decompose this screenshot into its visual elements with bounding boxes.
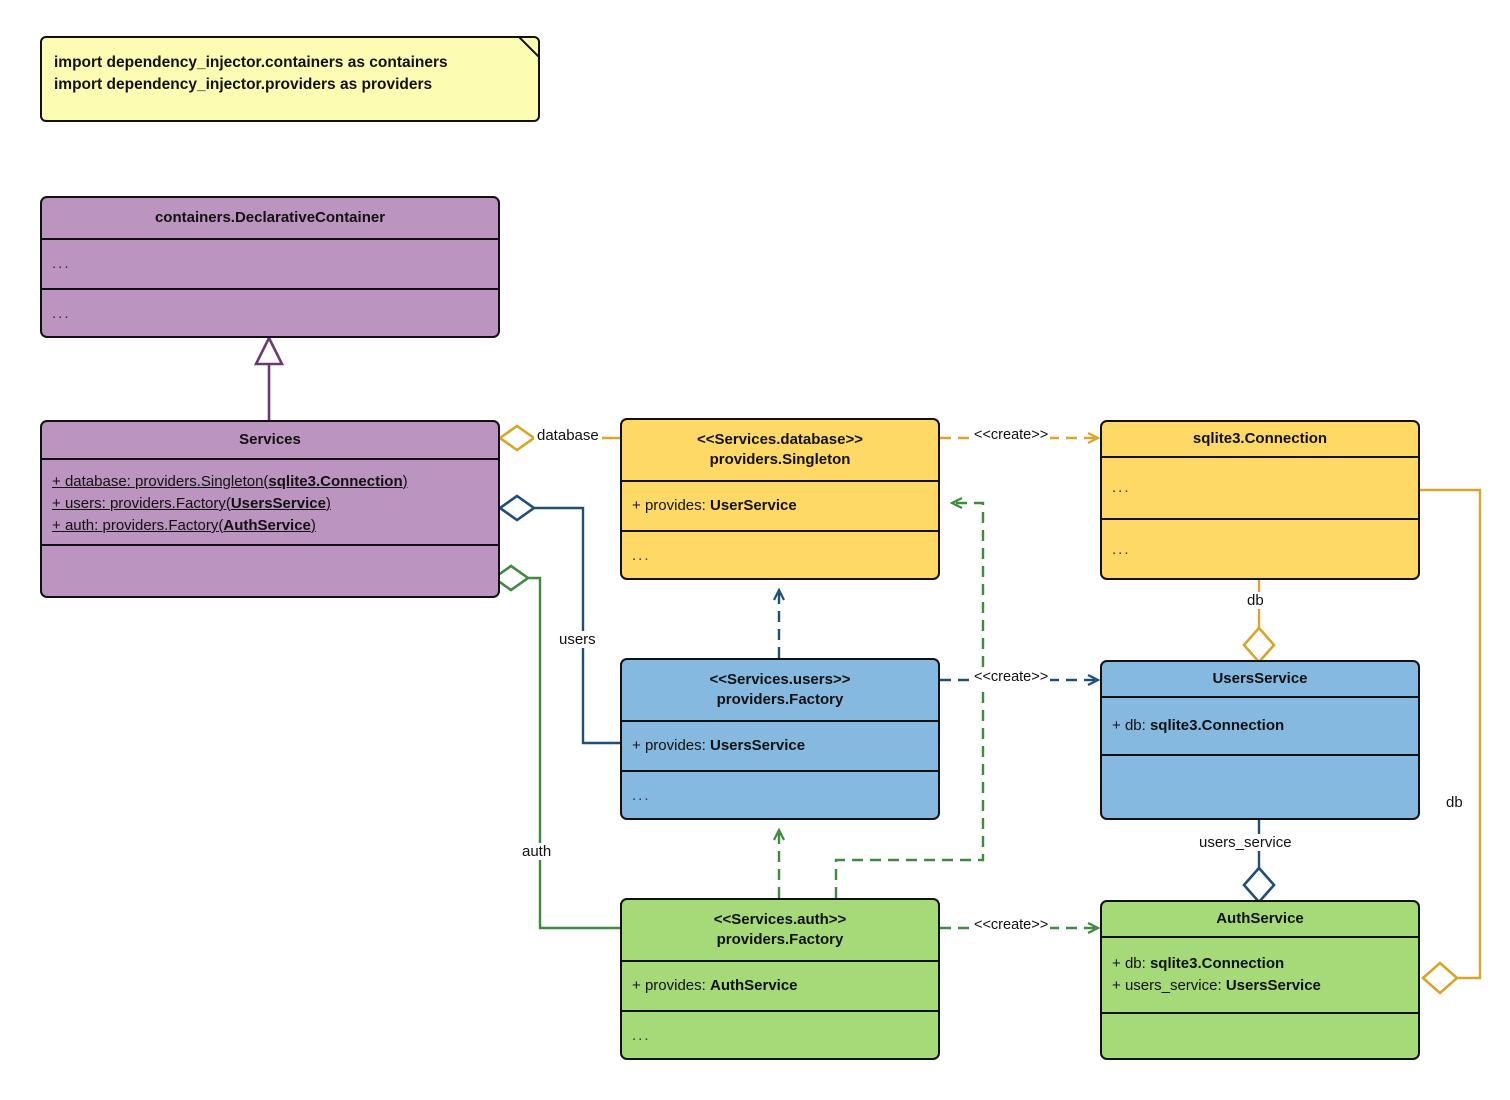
class-methods: ... bbox=[1112, 540, 1131, 558]
edge-label-create-auth: <<create>> bbox=[972, 917, 1051, 933]
import-note: import dependency_injector.containers as… bbox=[40, 36, 540, 122]
class-title: sqlite3.Connection bbox=[1102, 422, 1418, 458]
edge-aggregation-users bbox=[497, 494, 620, 745]
edge-aggregation-auth bbox=[491, 564, 620, 930]
class-title: containers.DeclarativeContainer bbox=[42, 198, 498, 240]
class-title: <<Services.auth>> providers.Factory bbox=[622, 900, 938, 962]
class-sqlite3-connection[interactable]: sqlite3.Connection ... ... bbox=[1100, 420, 1420, 580]
attribute-provides: + provides: UserService bbox=[632, 497, 797, 514]
edge-aggregation-authservice-users-service bbox=[1242, 820, 1276, 904]
edge-label-create-users: <<create>> bbox=[972, 669, 1051, 685]
attribute-db: + db: sqlite3.Connection bbox=[1112, 717, 1285, 734]
attribute-provides: + provides: UsersService bbox=[632, 737, 806, 754]
edge-label-database: database bbox=[534, 427, 602, 444]
attribute-provides: + provides: AuthService bbox=[632, 977, 798, 994]
class-title: <<Services.users>> providers.Factory bbox=[622, 660, 938, 722]
note-line-2: import dependency_injector.providers as … bbox=[54, 76, 433, 93]
class-methods bbox=[42, 546, 498, 595]
note-line-1: import dependency_injector.containers as… bbox=[54, 54, 448, 71]
class-methods: ... bbox=[632, 546, 651, 564]
class-attributes: + database: providers.Singleton(sqlite3.… bbox=[42, 460, 498, 546]
edge-generalization-services-to-declarativecontainer bbox=[253, 335, 285, 420]
class-attributes: + provides: UserService bbox=[622, 482, 938, 532]
class-attributes: + provides: AuthService bbox=[622, 962, 938, 1012]
class-attributes: ... bbox=[42, 240, 498, 290]
edge-label-authservice-db: db bbox=[1443, 794, 1466, 811]
attribute-auth: + auth: providers.Factory(AuthService) bbox=[52, 517, 316, 534]
edge-label-auth: auth bbox=[519, 843, 555, 860]
class-authservice[interactable]: AuthService + db: sqlite3.Connection + u… bbox=[1100, 900, 1420, 1060]
class-attributes: + db: sqlite3.Connection bbox=[1102, 698, 1418, 756]
class-services-auth-provider[interactable]: <<Services.auth>> providers.Factory + pr… bbox=[620, 898, 940, 1060]
class-containers-declarativecontainer[interactable]: containers.DeclarativeContainer ... ... bbox=[40, 196, 500, 338]
class-attributes: + db: sqlite3.Connection + users_service… bbox=[1102, 938, 1418, 1014]
class-methods: ... bbox=[52, 304, 71, 322]
edge-label-create-database: <<create>> bbox=[972, 427, 1051, 443]
class-methods: ... bbox=[632, 786, 651, 804]
class-services-users-provider[interactable]: <<Services.users>> providers.Factory + p… bbox=[620, 658, 940, 820]
attribute-users: + users: providers.Factory(UsersService) bbox=[52, 495, 331, 512]
class-services[interactable]: Services + database: providers.Singleton… bbox=[40, 420, 500, 598]
attribute-database: + database: providers.Singleton(sqlite3.… bbox=[52, 473, 408, 490]
attribute-db: + db: sqlite3.Connection bbox=[1112, 955, 1285, 972]
edge-label-users: users bbox=[556, 631, 599, 648]
class-services-database-provider[interactable]: <<Services.database>> providers.Singleto… bbox=[620, 418, 940, 580]
note-fold-icon bbox=[519, 37, 539, 57]
class-title: AuthService bbox=[1102, 902, 1418, 938]
class-usersservice[interactable]: UsersService + db: sqlite3.Connection bbox=[1100, 660, 1420, 820]
edge-label-usersservice-db: db bbox=[1244, 592, 1267, 609]
class-title: <<Services.database>> providers.Singleto… bbox=[622, 420, 938, 482]
class-methods bbox=[1102, 756, 1418, 818]
class-title: UsersService bbox=[1102, 662, 1418, 698]
class-attributes: + provides: UsersService bbox=[622, 722, 938, 772]
class-methods: ... bbox=[632, 1026, 651, 1044]
attribute-users-service: + users_service: UsersService bbox=[1112, 977, 1321, 994]
class-title: Services bbox=[42, 422, 498, 460]
class-attributes: ... bbox=[1102, 458, 1418, 520]
edge-aggregation-authservice-db bbox=[1420, 488, 1482, 995]
edge-label-authservice-users-service: users_service bbox=[1196, 834, 1295, 851]
class-methods bbox=[1102, 1014, 1418, 1058]
